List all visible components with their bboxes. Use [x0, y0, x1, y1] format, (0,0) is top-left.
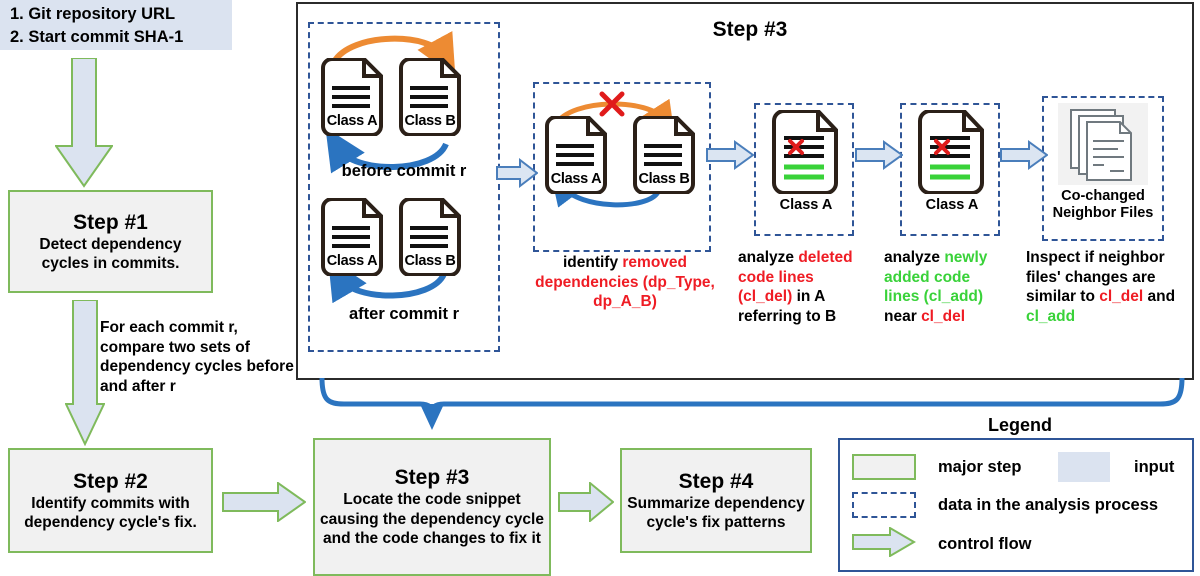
legend-row-step-and-input: major step input	[852, 450, 1182, 484]
input-line-1: 1. Git repository URL	[10, 5, 176, 23]
legend-label-major-step: major step	[938, 457, 1022, 476]
control-flow-arrow-step2-to-step3	[222, 482, 306, 522]
dependency-cycle-after-arrows	[316, 196, 468, 306]
step1-desc: Detect dependency cycles in commits.	[39, 235, 182, 273]
data-box-neighbor-files	[1042, 96, 1164, 241]
major-step-swatch	[852, 454, 916, 480]
legend-label-input: input	[1134, 457, 1175, 476]
control-flow-arrow-input-to-step1	[55, 58, 113, 188]
document-icon-class-a-before: Class A	[318, 58, 386, 136]
step3-detail-panel-title: Step #3	[712, 18, 788, 41]
document-label: Class A	[326, 253, 378, 269]
step2-box[interactable]: Step #2 Identify commits with dependency…	[8, 448, 213, 553]
caption-analyze-deleted-lines: analyze deleted code lines (cl_del) in A…	[738, 249, 853, 325]
step3-desc: Locate the code snippet causing the depe…	[320, 491, 544, 548]
document-icon-class-a-after: Class A	[318, 198, 386, 276]
data-box-deleted-lines	[754, 103, 854, 236]
legend-row-control-flow: control flow	[852, 525, 1182, 562]
neighbor-files-label: Co-changed Neighbor Files	[1052, 188, 1154, 221]
pipeline-arrow-2	[706, 140, 755, 170]
step2-desc: Identify commits with dependency cycle's…	[24, 494, 197, 532]
legend-title: Legend	[987, 415, 1052, 435]
dashed-swatch	[852, 492, 916, 518]
document-label: Class B	[404, 253, 456, 269]
input-line-2: 2. Start commit SHA-1	[10, 28, 184, 46]
control-flow-arrow-step3-to-step4	[558, 482, 614, 522]
deleted-doc-label: Class A	[779, 197, 833, 213]
step4-title: Step #4	[678, 469, 754, 493]
document-icon-class-b-before: Class B	[396, 58, 464, 136]
step4-desc: Summarize dependency cycle's fix pattern…	[627, 494, 805, 532]
step1-box[interactable]: Step #1 Detect dependency cycles in comm…	[8, 190, 213, 293]
brace-panel-to-step3	[300, 378, 1190, 438]
document-stack-icon-neighbor-files	[1058, 103, 1148, 185]
control-flow-arrow-swatch	[852, 525, 916, 562]
flow-note: For each commit r, compare two sets of d…	[100, 319, 294, 395]
data-box-added-lines	[900, 103, 1000, 236]
caption-analyze-added-lines: analyze newly added code lines (cl_add) …	[884, 249, 988, 325]
data-box-commit-diff	[308, 22, 500, 352]
pipeline-arrow-1	[496, 157, 539, 189]
document-label: Class B	[404, 113, 456, 129]
step1-title: Step #1	[73, 210, 148, 234]
caption-after-commit: after commit r	[348, 305, 460, 323]
caption-before-commit: before commit r	[341, 162, 467, 180]
data-box-removed-dependency	[533, 82, 711, 252]
added-doc-label: Class A	[925, 197, 979, 213]
document-label: Class A	[550, 171, 602, 187]
document-icon-class-b-removed-dep: Class B	[630, 116, 698, 194]
step3-box[interactable]: Step #3 Locate the code snippet causing …	[313, 438, 551, 576]
pipeline-arrow-3	[855, 140, 904, 170]
control-flow-arrow-step1-to-step2	[65, 300, 105, 446]
caption-inspect-neighbor-files: Inspect if neighbor files' changes are s…	[1026, 249, 1176, 325]
step2-title: Step #2	[73, 469, 148, 493]
input-swatch	[1058, 452, 1110, 482]
legend-label-data: data in the analysis process	[938, 495, 1159, 514]
document-icon-deleted-code-lines	[768, 110, 842, 194]
legend-row-data: data in the analysis process	[852, 490, 1182, 520]
caption-identify-removed-dependencies: identify removed dependencies (dp_Type, …	[535, 254, 715, 310]
pipeline-arrow-4	[1000, 140, 1049, 170]
step3-title: Step #3	[394, 466, 470, 490]
document-icon-added-code-lines	[914, 110, 988, 194]
document-icon-class-b-after: Class B	[396, 198, 464, 276]
dependency-cycle-before-arrows	[316, 26, 468, 188]
legend-label-control-flow: control flow	[938, 534, 1032, 553]
document-label: Class A	[326, 113, 378, 129]
document-label: Class B	[638, 171, 690, 187]
document-icon-class-a-removed-dep: Class A	[542, 116, 610, 194]
input-box: 1. Git repository URL 2. Start commit SH…	[0, 0, 232, 50]
step4-box[interactable]: Step #4 Summarize dependency cycle's fix…	[620, 448, 812, 553]
